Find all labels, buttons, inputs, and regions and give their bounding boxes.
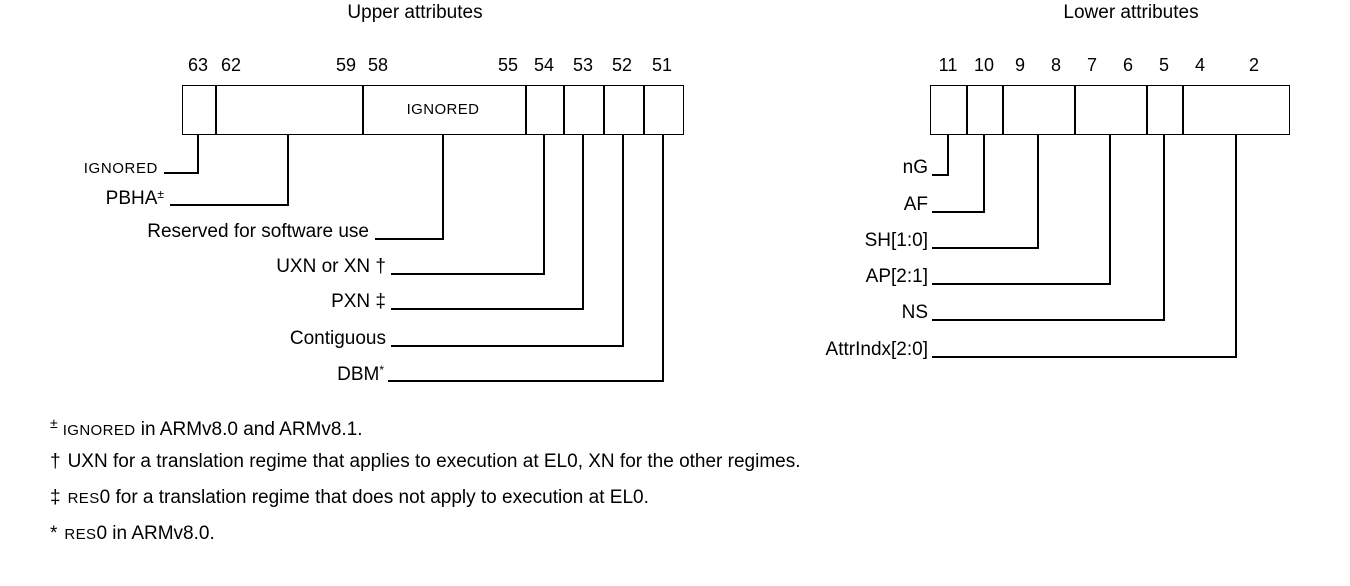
lower-cell-divider-5-4: [1182, 86, 1184, 134]
leader-line-h-ignored: [164, 172, 199, 174]
leader-line-h-ng: [932, 174, 949, 176]
pbha-footnote-marker: ±: [157, 187, 164, 201]
upper-bit-number-58: 58: [367, 55, 389, 75]
lower-cell-divider-10-9: [1002, 86, 1004, 134]
leader-line-h-af: [932, 211, 985, 213]
lower-bit-number-8: 8: [1050, 55, 1062, 75]
leader-line-h-sh: [932, 247, 1039, 249]
field-label-af: AF: [903, 194, 928, 215]
leader-line-h-reserved: [375, 238, 444, 240]
field-label-pbha: PBHA±: [105, 187, 164, 209]
field-label-pxn: PXN ‡: [331, 291, 386, 312]
field-label-attrindx: AttrIndx[2:0]: [825, 339, 928, 360]
field-label-ng: nG: [902, 157, 928, 178]
leader-line-h-uxn: [391, 273, 545, 275]
upper-bit-number-62: 62: [220, 55, 242, 75]
upper-bit-number-54: 54: [533, 55, 555, 75]
leader-line-v-sh: [1037, 135, 1039, 248]
leader-line-v-pxn: [582, 135, 584, 310]
upper-bit-number-52: 52: [611, 55, 633, 75]
upper-cell-divider-63-62: [215, 86, 217, 134]
leader-line-h-ap: [932, 283, 1111, 285]
upper-cell-divider-52-51: [643, 86, 645, 134]
leader-line-v-ng: [947, 135, 949, 175]
lower-cell-divider-6-5: [1146, 86, 1148, 134]
field-label-sh: SH[1:0]: [864, 230, 928, 251]
lower-cell-divider-8-7: [1074, 86, 1076, 134]
upper-cell-divider-54-53: [563, 86, 565, 134]
lower-bit-number-9: 9: [1014, 55, 1026, 75]
leader-line-v-pbha: [287, 135, 289, 206]
lower-bit-number-2: 2: [1248, 55, 1260, 75]
footnote-dbm: *RES0 in ARMv8.0.: [50, 523, 215, 544]
upper-cell-divider-55-54: [525, 86, 527, 134]
footnote-marker-double-dagger: ‡: [50, 487, 61, 508]
lower-bit-number-7: 7: [1086, 55, 1098, 75]
leader-line-v-af: [983, 135, 985, 212]
field-label-contiguous: Contiguous: [289, 328, 386, 349]
lower-attributes-title: Lower attributes: [1063, 2, 1199, 23]
leader-line-v-ignored: [197, 135, 199, 173]
field-label-ap: AP[2:1]: [865, 266, 928, 287]
leader-line-h-contiguous: [391, 345, 623, 347]
upper-box-ignored-text: IGNORED: [406, 101, 480, 118]
upper-bit-number-59: 59: [335, 55, 357, 75]
leader-line-v-dbm: [662, 135, 664, 382]
lower-bit-number-5: 5: [1158, 55, 1170, 75]
leader-line-v-reserved: [442, 135, 444, 240]
leader-line-v-uxn: [543, 135, 545, 275]
field-label-reserved-software: Reserved for software use: [147, 221, 369, 242]
upper-register-box: [182, 85, 684, 135]
leader-line-h-ns: [932, 319, 1165, 321]
upper-bit-number-63: 63: [187, 55, 209, 75]
footnote-marker-asterisk: *: [50, 523, 58, 544]
leader-line-v-attrindx: [1235, 135, 1237, 357]
lower-bit-number-11: 11: [938, 55, 958, 75]
upper-bit-number-53: 53: [572, 55, 594, 75]
field-label-ignored: IGNORED: [83, 160, 158, 177]
leader-line-v-contiguous: [622, 135, 624, 347]
footnote-uxn: †UXN for a translation regime that appli…: [50, 451, 801, 472]
leader-line-h-dbm: [388, 380, 663, 382]
footnote-marker-dagger: †: [50, 451, 61, 472]
upper-attributes-title: Upper attributes: [347, 2, 483, 23]
field-label-uxn-xn: UXN or XN †: [276, 256, 386, 277]
lower-register-box: [930, 85, 1290, 135]
lower-bit-number-6: 6: [1122, 55, 1134, 75]
leader-line-v-ap: [1109, 135, 1111, 284]
field-label-ns: NS: [901, 302, 928, 323]
dbm-footnote-marker: *: [379, 363, 384, 377]
footnote-pbha: ±IGNORED in ARMv8.0 and ARMv8.1.: [50, 415, 363, 440]
field-label-dbm: DBM*: [337, 363, 384, 385]
upper-cell-divider-59-58: [362, 86, 364, 134]
upper-bit-number-55: 55: [497, 55, 519, 75]
lower-bit-number-10: 10: [973, 55, 995, 75]
leader-line-h-pbha: [170, 204, 288, 206]
leader-line-h-attrindx: [932, 356, 1237, 358]
leader-line-v-ns: [1163, 135, 1165, 320]
upper-cell-divider-53-52: [603, 86, 605, 134]
footnote-pxn: ‡RES0 for a translation regime that does…: [50, 487, 649, 508]
upper-bit-number-51: 51: [651, 55, 673, 75]
lower-cell-divider-11-10: [966, 86, 968, 134]
leader-line-h-pxn: [391, 308, 583, 310]
footnote-marker-plusminus: ±: [50, 415, 58, 431]
lower-bit-number-4: 4: [1194, 55, 1206, 75]
